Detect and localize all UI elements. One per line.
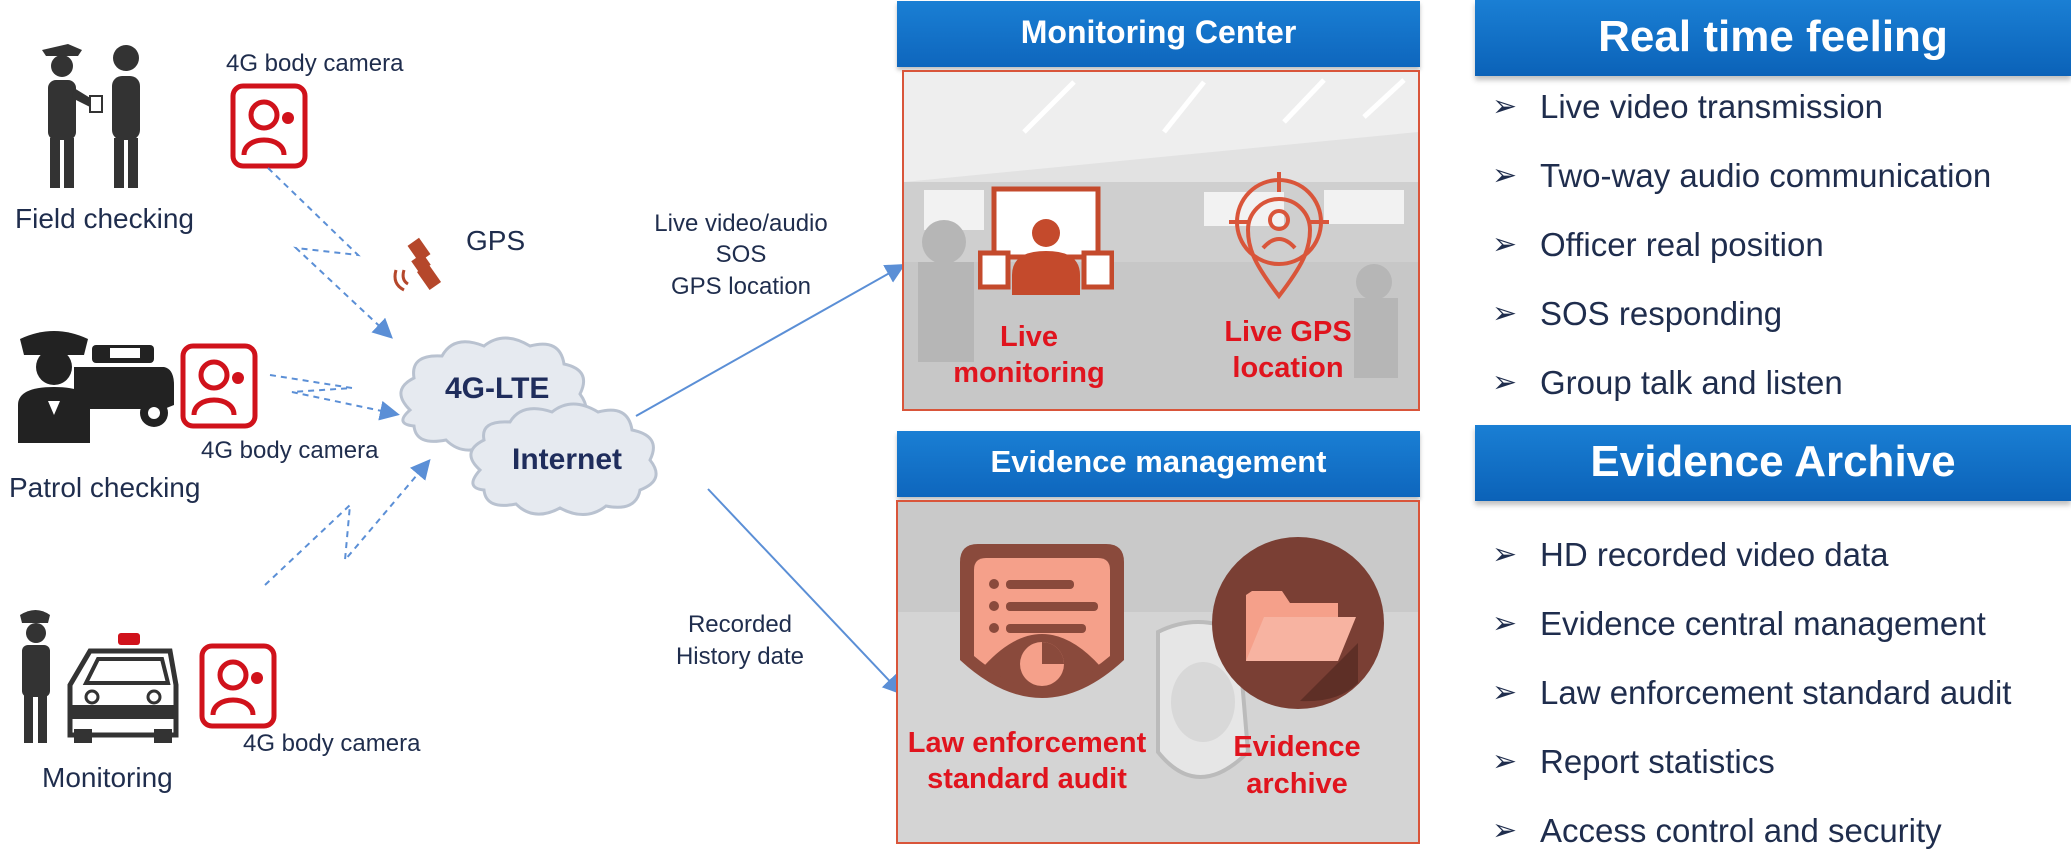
field-camera-label: 4G body camera [226,50,404,77]
monitor-operator-icon [978,186,1114,295]
monitoring-label: Monitoring [42,762,173,793]
arrow-bullet-icon: ➢ [1492,814,1518,847]
list-item: ➢Live video transmission [1490,72,1991,141]
uplink-label-1: Live video/audio [654,210,828,237]
patrol-checking-label: Patrol checking [9,472,201,503]
archive-caption-2: archive [1246,768,1348,800]
list-item: ➢SOS responding [1490,279,1991,348]
officer-police-car-icon [20,610,179,743]
data-flow-arrows [635,264,906,695]
monitoring-camera-label: 4G body camera [243,730,421,757]
list-item: ➢Evidence central management [1490,589,2011,658]
list-item: ➢Officer real position [1490,210,1991,279]
recorded-label-2: History date [675,643,805,670]
arrow-bullet-icon: ➢ [1492,297,1518,330]
real-time-header: Real time feeling [1475,0,2071,76]
arrow-bullet-icon: ➢ [1492,228,1518,261]
location-target-icon [1229,172,1329,300]
monitoring-center-header: Monitoring Center [897,1,1420,67]
arrow-bullet-icon: ➢ [1492,159,1518,192]
list-item: ➢Law enforcement standard audit [1490,658,2011,727]
archive-caption-1: Evidence [1233,731,1361,763]
recorded-label-1: Recorded [687,611,793,638]
evidence-folder-icon [1212,537,1384,709]
evidence-management-header: Evidence management [897,431,1420,497]
arrow-bullet-icon: ➢ [1492,538,1518,571]
live-gps-caption-1: Live GPS [1224,316,1352,348]
wireless-links [264,167,431,586]
list-item: ➢Two-way audio communication [1490,141,1991,210]
arrow-bullet-icon: ➢ [1492,366,1518,399]
list-item: ➢HD recorded video data [1490,520,2011,589]
network-cloud-icon [399,336,658,516]
gps-label: GPS [466,225,526,256]
arrow-bullet-icon: ➢ [1492,745,1518,778]
satellite-icon [393,237,442,292]
arrow-bullet-icon: ➢ [1492,90,1518,123]
body-camera-icon [180,343,258,429]
uplink-label-2: SOS [715,241,767,268]
list-item: ➢Group talk and listen [1490,348,1991,417]
patrol-officer-car-icon [18,331,174,443]
list-item: ➢Report statistics [1490,727,2011,796]
patrol-camera-label: 4G body camera [201,437,379,464]
audit-eye-document-icon [960,544,1124,698]
live-monitoring-caption-1: Live [999,321,1059,353]
officer-with-civilian-icon [42,44,140,188]
uplink-label-3: GPS location [670,273,812,300]
arrow-bullet-icon: ➢ [1492,607,1518,640]
real-time-list: ➢Live video transmission ➢Two-way audio … [1490,72,1991,417]
evidence-archive-list: ➢HD recorded video data ➢Evidence centra… [1490,520,2011,865]
evidence-archive-header: Evidence Archive [1475,425,2071,501]
field-checking-label: Field checking [15,203,194,234]
body-camera-icon [199,643,277,729]
audit-caption-1: Law enforcement [907,727,1147,759]
live-gps-caption-2: location [1232,352,1344,384]
internet-label: Internet [512,443,623,476]
arrow-bullet-icon: ➢ [1492,676,1518,709]
lte-label: 4G-LTE [445,372,550,405]
live-monitoring-caption-2: monitoring [953,357,1105,389]
body-camera-icon [230,83,308,169]
list-item: ➢Access control and security [1490,796,2011,865]
audit-caption-2: standard audit [927,763,1127,795]
